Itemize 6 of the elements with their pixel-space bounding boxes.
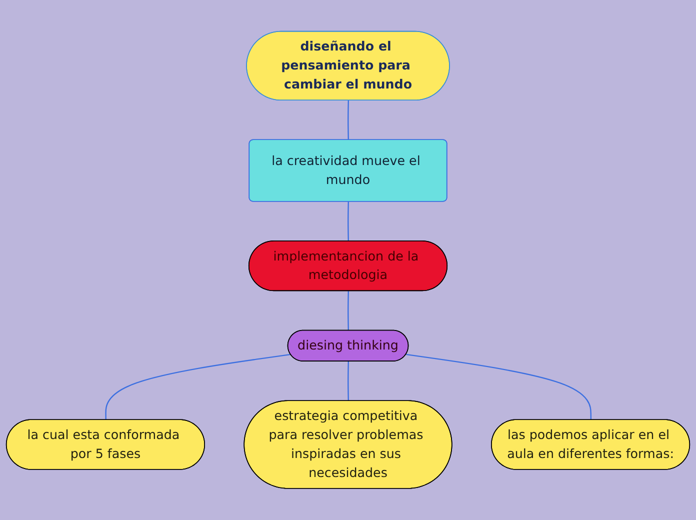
connector bbox=[348, 291, 349, 331]
connector bbox=[348, 362, 349, 402]
connector bbox=[348, 202, 349, 242]
connector bbox=[406, 354, 592, 420]
connector bbox=[105, 354, 291, 420]
connector bbox=[348, 100, 349, 140]
